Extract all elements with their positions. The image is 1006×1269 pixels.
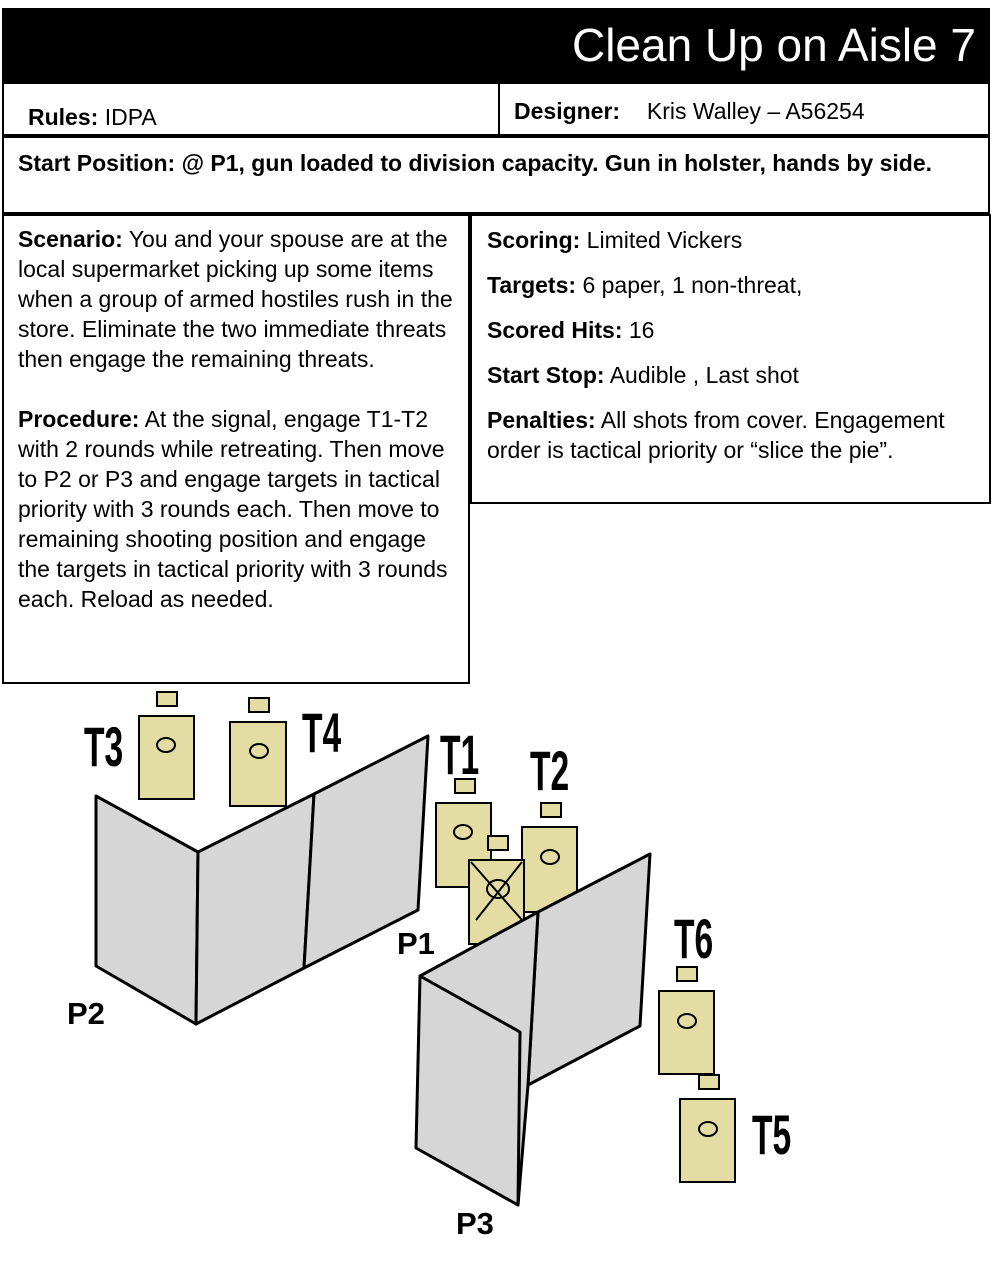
scored-hits-label: Scored Hits: [487, 317, 623, 343]
targets-label: Targets: [487, 272, 577, 298]
no-shoot-mark [470, 861, 523, 921]
target-labels: T3 T4 T1 T2 T6 T5 [84, 701, 791, 1166]
target-t2 [521, 802, 578, 913]
scoring-value: Limited Vickers [586, 227, 743, 253]
label-t6: T6 [674, 907, 713, 970]
rules-line: Rules: IDPA [28, 104, 157, 131]
target-zone [540, 849, 560, 865]
start-position-box: Start Position: @ P1, gun loaded to divi… [2, 136, 990, 214]
target-head [487, 835, 509, 851]
designer-box: Designer: Kris Walley – A56254 [498, 82, 990, 136]
label-t3: T3 [84, 715, 123, 778]
start-position-line: Start Position: @ P1, gun loaded to divi… [18, 148, 973, 178]
target-body [658, 990, 715, 1075]
target-head [698, 1074, 720, 1090]
designer-value: Kris Walley – A56254 [646, 98, 865, 124]
label-p1: P1 [397, 926, 435, 961]
target-head [248, 697, 270, 713]
penalties-label: Penalties: [487, 407, 596, 433]
target-t4 [229, 697, 287, 807]
penalties-line: Penalties: All shots from cover. Engagem… [487, 405, 979, 465]
label-t4: T4 [302, 701, 341, 764]
target-t3 [138, 691, 195, 800]
start-position-text: @ P1, gun loaded to division capacity. G… [181, 150, 933, 176]
target-head [156, 691, 178, 707]
target-t5 [679, 1074, 736, 1183]
label-p2: P2 [67, 996, 105, 1031]
scenario-paragraph: Scenario: You and your spouse are at the… [18, 224, 460, 374]
wall-panel [302, 734, 430, 970]
start-stop-value: Audible , Last shot [609, 362, 799, 388]
target-body [679, 1098, 736, 1183]
scoring-box: Scoring: Limited Vickers Targets: 6 pape… [470, 214, 991, 504]
scoring-content: Scoring: Limited Vickers Targets: 6 pape… [487, 225, 979, 465]
wall-panel [194, 792, 316, 1026]
position-labels: P1 P2 P3 [67, 926, 494, 1241]
label-t5: T5 [752, 1103, 791, 1166]
target-head [454, 778, 476, 794]
scoring-label: Scoring: [487, 227, 581, 253]
label-t2: T2 [530, 739, 569, 802]
target-zone [698, 1121, 718, 1137]
start-stop-line: Start Stop: Audible , Last shot [487, 360, 979, 390]
target-t6 [658, 966, 715, 1075]
procedure-label: Procedure: [18, 406, 140, 432]
wall-p3 [414, 852, 652, 1207]
no-shoot-mark [475, 861, 523, 921]
procedure-text: At the signal, engage T1-T2 with 2 round… [18, 406, 448, 612]
scoring-line: Scoring: Limited Vickers [487, 225, 979, 255]
wall-panel [414, 974, 522, 1207]
target-zone [486, 879, 510, 899]
title-bar: Clean Up on Aisle 7 [2, 8, 990, 82]
target-body [138, 715, 195, 800]
stage-diagram: T3 T4 T1 T2 T6 T5 P1 P2 P3 [67, 691, 791, 1241]
start-stop-label: Start Stop: [487, 362, 605, 388]
rules-value: IDPA [104, 104, 157, 130]
label-t1: T1 [440, 723, 479, 786]
scored-hits-line: Scored Hits: 16 [487, 315, 979, 345]
designer-label: Designer: [514, 98, 621, 124]
targets-value: 6 paper, 1 non-threat, [582, 272, 803, 298]
start-position-label: Start Position: [18, 150, 176, 176]
rules-box: Rules: IDPA [2, 82, 500, 136]
wall-p2 [94, 734, 430, 1026]
procedure-paragraph: Procedure: At the signal, engage T1-T2 w… [18, 404, 460, 614]
page-title: Clean Up on Aisle 7 [571, 19, 976, 71]
targets-line: Targets: 6 paper, 1 non-threat, [487, 270, 979, 300]
wall-panel [94, 794, 200, 1026]
target-zone [249, 743, 269, 759]
target-zone [453, 824, 473, 840]
target-body [229, 721, 287, 807]
penalties-value: All shots from cover. Engagement order i… [487, 407, 945, 463]
target-zone [677, 1013, 697, 1029]
rules-label: Rules: [28, 104, 99, 130]
label-p3: P3 [456, 1206, 494, 1241]
scenario-text: You and your spouse are at the local sup… [18, 226, 453, 372]
scenario-box: Scenario: You and your spouse are at the… [2, 214, 470, 684]
target-head [540, 802, 562, 818]
designer-line: Designer: Kris Walley – A56254 [514, 98, 865, 125]
scenario-content: Scenario: You and your spouse are at the… [18, 224, 460, 614]
target-zone [156, 737, 176, 753]
scored-hits-value: 16 [628, 317, 655, 343]
scenario-label: Scenario: [18, 226, 123, 252]
target-head [676, 966, 698, 982]
